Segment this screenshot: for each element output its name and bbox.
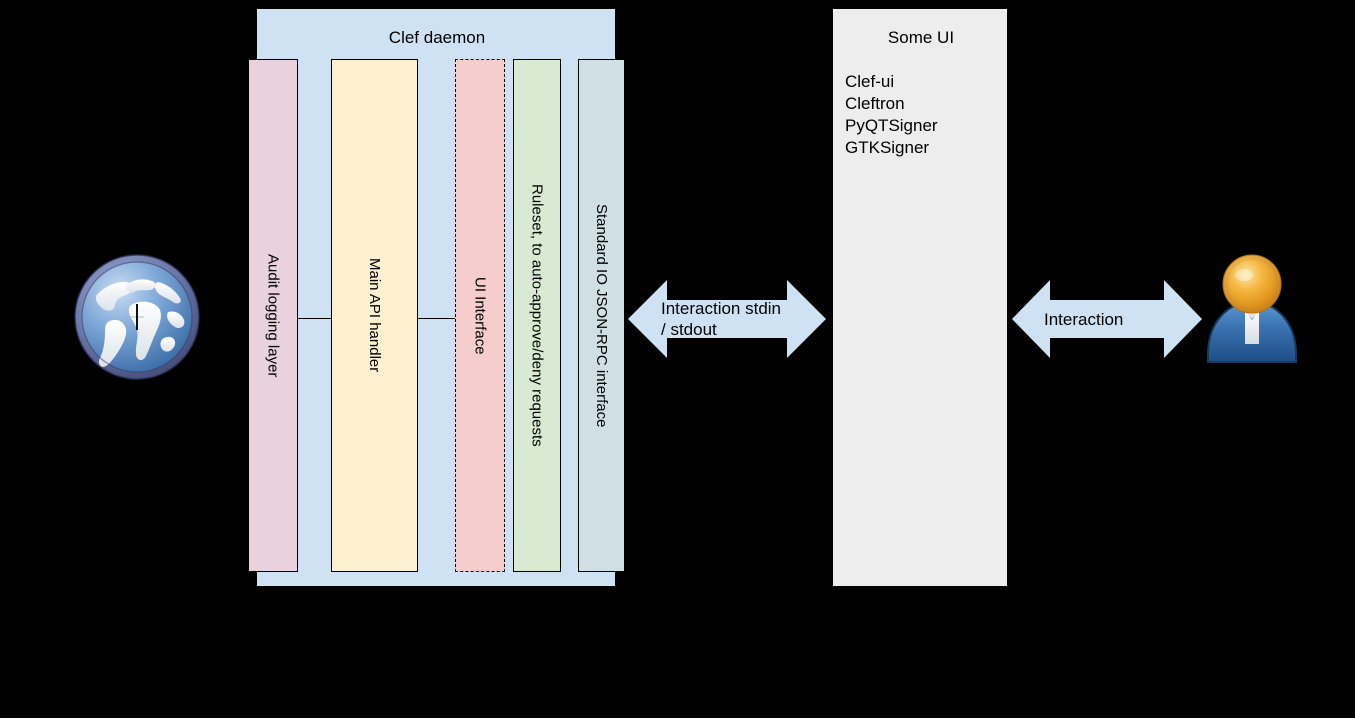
component-main-api-handler[interactable]: Main API handler <box>331 59 418 572</box>
component-label-main-api-handler: Main API handler <box>366 258 383 373</box>
some-ui-list: Clef-ui Cleftron PyQTSigner GTKSigner <box>845 71 1005 159</box>
some-ui-title: Some UI <box>887 28 955 47</box>
clef-daemon-container[interactable]: Clef daemon <box>256 8 616 587</box>
component-label-ui-interface: UI Interface <box>471 276 489 355</box>
connector-api-to-ui <box>418 318 455 319</box>
connector-audit-to-api <box>298 318 331 319</box>
component-audit-logging-layer[interactable]: Audit logging layer <box>248 59 298 572</box>
list-item: GTKSigner <box>845 138 930 157</box>
list-item: PyQTSigner <box>845 116 938 135</box>
list-item: Clef-ui <box>845 72 895 91</box>
component-label-ruleset: Ruleset, to auto-approve/deny requests <box>528 184 546 447</box>
stdio-arrow: Interaction stdin / stdout <box>628 280 826 358</box>
component-label-audit-logging-layer: Audit logging layer <box>264 253 282 378</box>
component-ui-interface[interactable]: UI Interface <box>455 59 505 572</box>
component-standard-io-json-rpc[interactable]: Standard IO JSON-RPC interface <box>578 59 625 572</box>
list-item: Cleftron <box>845 94 905 113</box>
some-ui-panel[interactable]: Some UI Clef-ui Cleftron PyQTSigner GTKS… <box>832 8 1008 587</box>
interaction-arrow: Interaction <box>1012 280 1202 358</box>
component-label-standard-io-json-rpc: Standard IO JSON-RPC interface <box>593 203 610 428</box>
component-ruleset[interactable]: Ruleset, to auto-approve/deny requests <box>513 59 561 572</box>
clef-daemon-title: Clef daemon <box>388 28 486 47</box>
user-icon <box>1202 252 1302 364</box>
globe-icon <box>72 252 202 382</box>
